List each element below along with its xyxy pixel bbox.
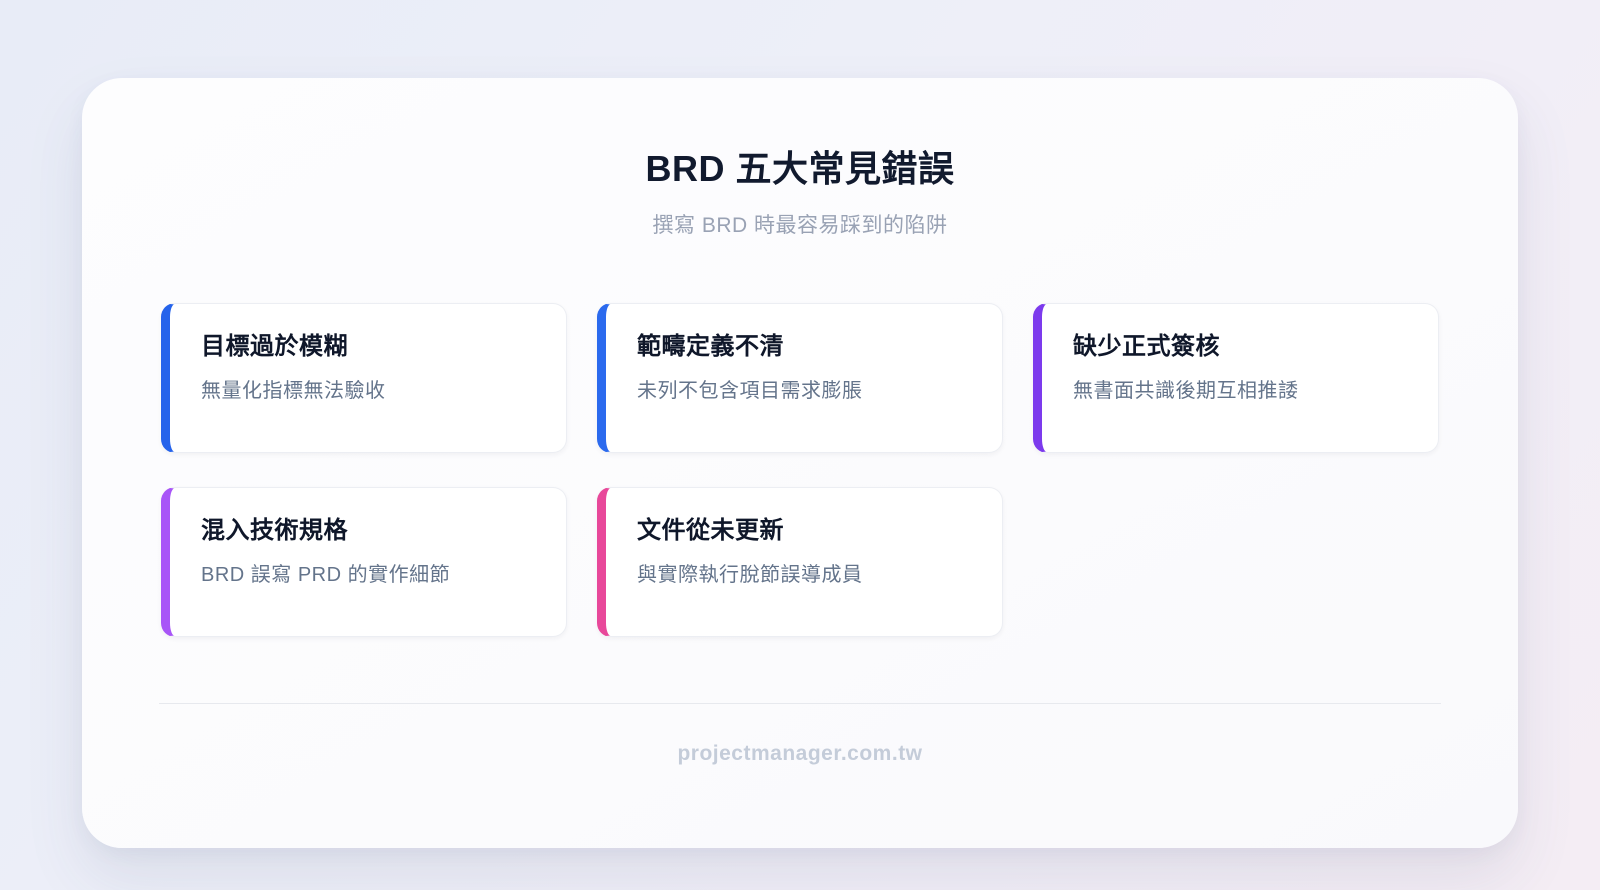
card-title: 範疇定義不清	[637, 333, 784, 361]
card-mixed-tech-specs: 混入技術規格 BRD 誤寫 PRD 的實作細節	[161, 487, 567, 638]
card-unclear-scope: 範疇定義不清 未列不包含項目需求膨脹	[597, 303, 1003, 454]
card-description: 與實際執行脫節誤導成員	[637, 564, 863, 587]
cards-grid: 目標過於模糊 無量化指標無法驗收 範疇定義不清 未列不包含項目需求膨脹 缺少正式…	[161, 303, 1439, 638]
card-description: 無書面共識後期互相推諉	[1073, 380, 1299, 403]
header: BRD 五大常見錯誤 撰寫 BRD 時最容易踩到的陷阱	[82, 78, 1518, 239]
card-title: 目標過於模糊	[201, 333, 348, 361]
card-title: 缺少正式簽核	[1073, 333, 1220, 361]
card-vague-goals: 目標過於模糊 無量化指標無法驗收	[161, 303, 567, 454]
footer-domain: projectmanager.com.tw	[677, 742, 923, 766]
footer-divider	[159, 703, 1441, 705]
card-description: BRD 誤寫 PRD 的實作細節	[201, 564, 451, 587]
card-missing-signoff: 缺少正式簽核 無書面共識後期互相推諉	[1033, 303, 1439, 454]
page-title: BRD 五大常見錯誤	[645, 148, 955, 189]
card-title: 混入技術規格	[201, 517, 348, 545]
card-description: 無量化指標無法驗收	[201, 380, 386, 403]
card-title: 文件從未更新	[637, 517, 784, 545]
card-never-updated: 文件從未更新 與實際執行脫節誤導成員	[597, 487, 1003, 638]
card-description: 未列不包含項目需求膨脹	[637, 380, 863, 403]
infographic-panel: BRD 五大常見錯誤 撰寫 BRD 時最容易踩到的陷阱 目標過於模糊 無量化指標…	[82, 78, 1518, 848]
page-subtitle: 撰寫 BRD 時最容易踩到的陷阱	[652, 214, 948, 237]
